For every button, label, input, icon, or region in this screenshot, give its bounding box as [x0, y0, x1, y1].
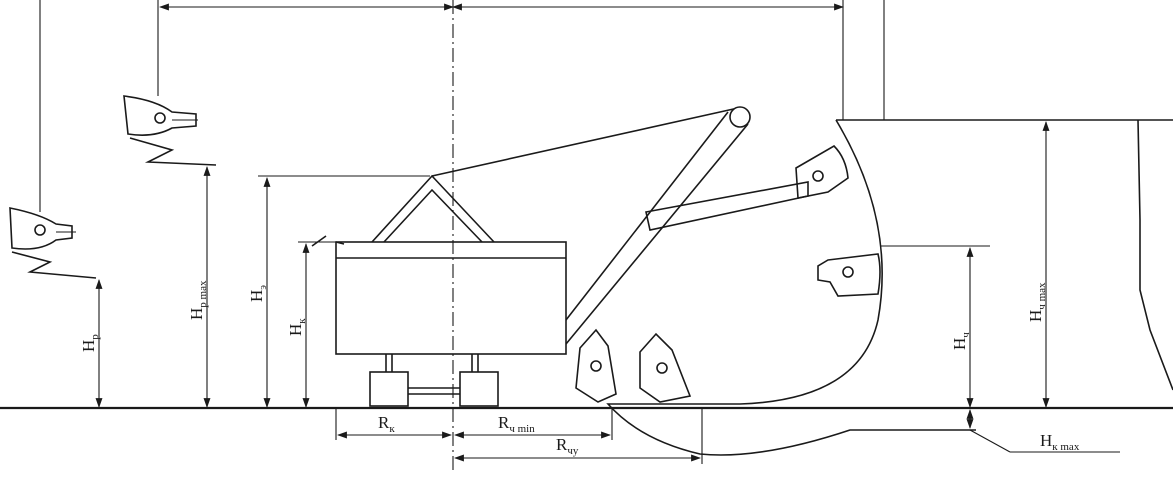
hk-max-dimension [966, 409, 1120, 453]
label-hk-max: Hк max [1040, 431, 1080, 453]
dipper-stick [645, 181, 809, 231]
bucket-upper-icon [795, 144, 849, 199]
machine-body [311, 174, 567, 355]
bucket-middle-icon [817, 253, 881, 297]
bucket-dump-high-icon [123, 95, 217, 166]
label-hr: Hр [79, 334, 101, 352]
label-he: Hэ [247, 285, 269, 302]
bucket-dump-low-icon [9, 207, 97, 279]
bench-face [836, 119, 1173, 391]
boom [431, 106, 751, 345]
label-rchu: Rчу [556, 435, 579, 457]
bucket-lower-icons [575, 328, 692, 403]
label-rk: Rк [378, 413, 395, 435]
digging-trajectory [606, 119, 976, 456]
label-hk: Hк [286, 318, 308, 336]
label-rch-min: Rч min [498, 413, 535, 435]
label-hch: Hч [950, 332, 972, 350]
undercarriage [369, 354, 499, 407]
label-hr-max: Hр max [187, 280, 209, 320]
label-hch-max: Hч max [1026, 282, 1048, 322]
